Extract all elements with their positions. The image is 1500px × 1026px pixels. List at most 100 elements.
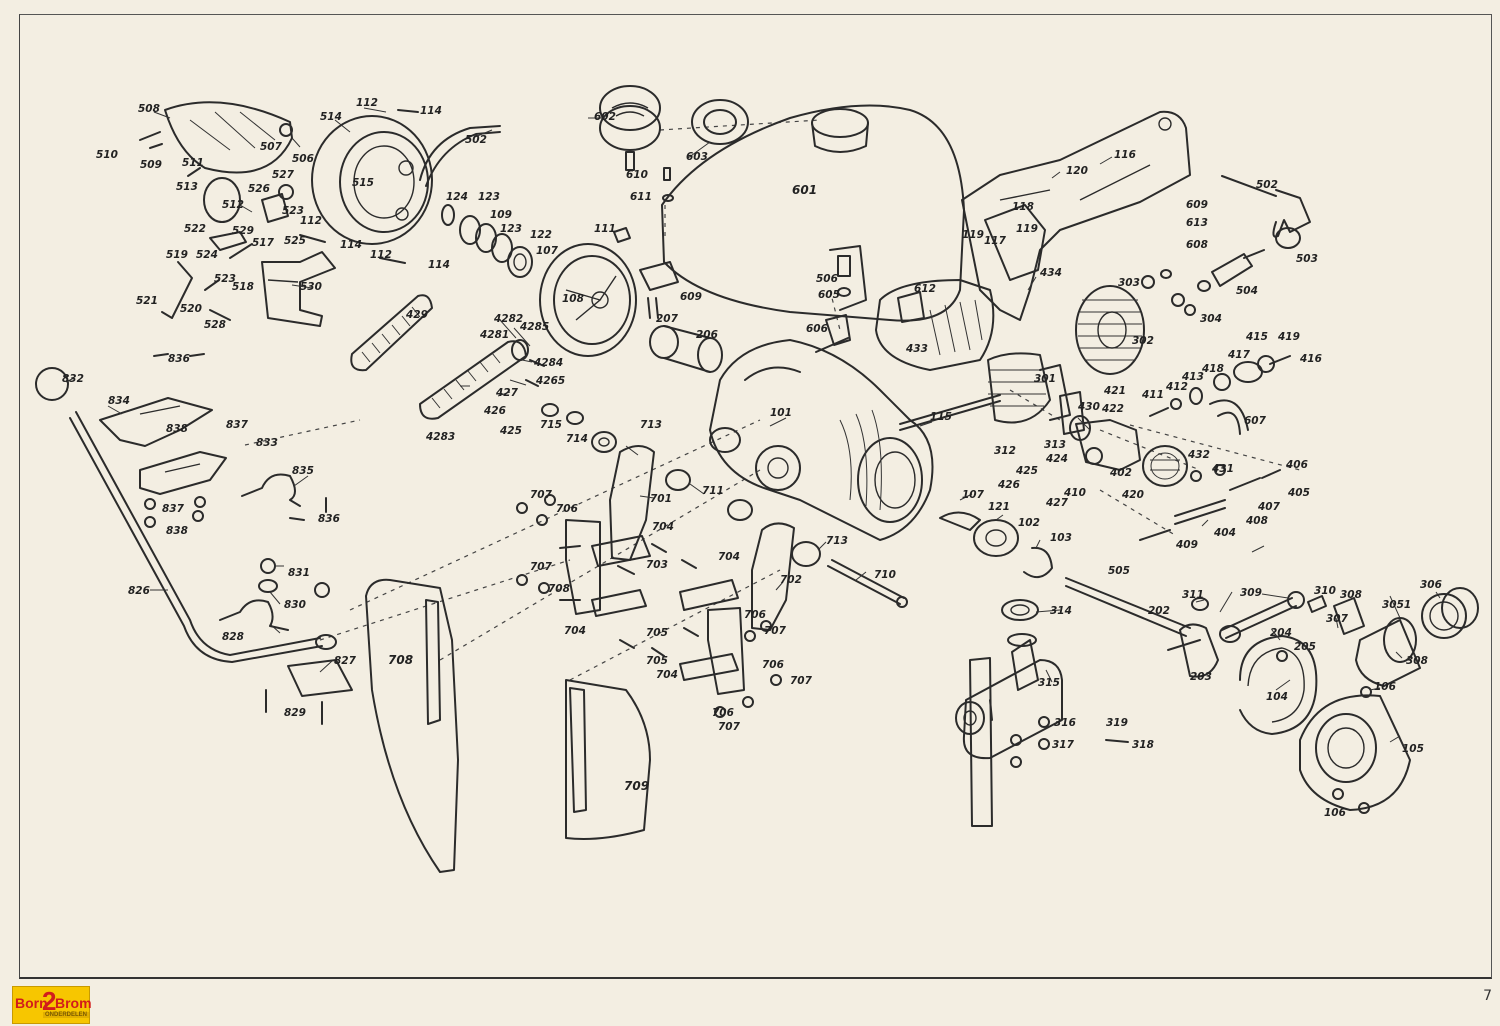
part-206-bearing — [647, 297, 723, 373]
label-311: 311 — [1182, 589, 1204, 601]
label-124: 124 — [446, 191, 468, 203]
leader-lines — [65, 107, 1441, 743]
label-502a: 502 — [465, 134, 487, 146]
part-601-fuel-tank — [639, 104, 965, 322]
logo-text-brom: Brom — [55, 995, 92, 1011]
label-610: 610 — [626, 169, 648, 181]
label-434: 434 — [1039, 267, 1062, 279]
label-103: 103 — [1050, 532, 1072, 544]
label-605: 605 — [818, 289, 840, 301]
label-713b: 713 — [826, 535, 848, 547]
label-120: 120 — [1066, 165, 1088, 177]
label-4281: 4281 — [479, 329, 509, 341]
label-613: 613 — [1186, 217, 1208, 229]
label-424: 424 — [1045, 453, 1068, 465]
label-119b: 119 — [1016, 223, 1038, 235]
label-112b: 112 — [300, 215, 322, 227]
label-504: 504 — [1236, 285, 1258, 297]
label-303: 303 — [1118, 277, 1140, 289]
label-318: 318 — [1132, 739, 1154, 751]
label-4265: 4265 — [535, 375, 565, 387]
logo-text-2: 2 — [42, 986, 57, 1016]
label-433: 433 — [905, 343, 928, 355]
label-426b: 426 — [997, 479, 1020, 491]
part-301-cylinder — [899, 352, 1071, 431]
label-706b: 706 — [744, 609, 766, 621]
label-319: 319 — [1106, 717, 1128, 729]
part-433-cover — [875, 279, 995, 371]
label-826: 826 — [128, 585, 150, 597]
small-parts-310 — [1010, 597, 1209, 768]
label-705b: 705 — [646, 655, 668, 667]
label-119a: 119 — [962, 229, 984, 241]
label-308a: 308 — [1340, 589, 1362, 601]
part-309-arm — [1219, 591, 1365, 643]
part-826-lever — [69, 411, 337, 663]
label-111: 111 — [594, 223, 616, 235]
label-304: 304 — [1200, 313, 1222, 325]
label-116: 116 — [1114, 149, 1136, 161]
label-204: 204 — [1270, 627, 1292, 639]
label-512: 512 — [222, 199, 244, 211]
label-502b: 502 — [1256, 179, 1278, 191]
label-703: 703 — [646, 559, 668, 571]
label-102: 102 — [1018, 517, 1040, 529]
part-504-sparkplug — [1197, 249, 1265, 292]
label-713a: 713 — [640, 419, 662, 431]
label-530: 530 — [300, 281, 322, 293]
label-427a: 427 — [495, 387, 519, 399]
label-528: 528 — [204, 319, 226, 331]
label-523a: 523 — [282, 205, 304, 217]
label-308b: 308 — [1406, 655, 1428, 667]
label-837a: 837 — [226, 419, 249, 431]
part-number-labels: 508 510 509 511 513 512 527 526 523 507 … — [62, 97, 1442, 819]
label-106a: 106 — [1374, 681, 1396, 693]
part-402-carburetor — [1059, 391, 1141, 471]
part-828-clamp — [219, 599, 289, 631]
label-519: 519 — [166, 249, 188, 261]
part-514-flywheel — [311, 115, 501, 245]
label-413: 413 — [1181, 371, 1204, 383]
label-505: 505 — [1108, 565, 1130, 577]
part-420-filter — [1142, 445, 1188, 487]
label-409: 409 — [1175, 539, 1198, 551]
parts-404-409 — [1139, 464, 1281, 541]
part-701-bracket — [559, 445, 655, 617]
label-506b: 506 — [816, 273, 838, 285]
part-602-cap — [599, 85, 661, 171]
label-306: 306 — [1420, 579, 1442, 591]
label-836a: 836 — [168, 353, 190, 365]
label-507: 507 — [260, 141, 283, 153]
part-306-rings — [1421, 587, 1479, 639]
label-105: 105 — [1402, 743, 1424, 755]
label-827: 827 — [334, 655, 357, 667]
part-710-rod — [827, 559, 908, 608]
label-704a: 704 — [652, 521, 674, 533]
label-4284: 4284 — [533, 357, 563, 369]
label-108: 108 — [562, 293, 584, 305]
label-706a: 706 — [556, 503, 578, 515]
label-833: 833 — [256, 437, 278, 449]
label-123a: 123 — [478, 191, 500, 203]
label-420: 420 — [1121, 489, 1144, 501]
label-715: 715 — [540, 419, 562, 431]
label-514: 514 — [320, 111, 342, 123]
label-704b: 704 — [564, 625, 586, 637]
label-707b: 707 — [530, 561, 553, 573]
label-515: 515 — [352, 177, 374, 189]
label-418: 418 — [1201, 363, 1224, 375]
label-508: 508 — [138, 103, 160, 115]
part-109-clutch-stack — [441, 204, 533, 278]
label-529: 529 — [232, 225, 254, 237]
label-404: 404 — [1213, 527, 1236, 539]
label-118: 118 — [1012, 201, 1034, 213]
label-104: 104 — [1266, 691, 1288, 703]
label-117: 117 — [984, 235, 1007, 247]
label-518: 518 — [232, 281, 254, 293]
label-702: 702 — [780, 574, 802, 586]
label-707e: 707 — [718, 721, 741, 733]
part-3051-cylinder — [1355, 617, 1421, 687]
parts-610-611 — [662, 167, 674, 202]
part-708-legshield — [365, 578, 459, 873]
label-416: 416 — [1299, 353, 1322, 365]
